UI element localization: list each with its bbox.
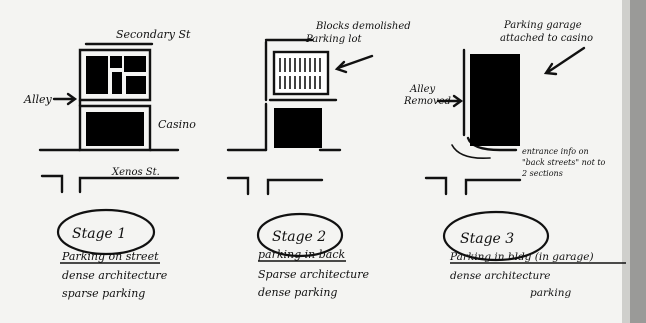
stage-2-sketch [226, 38, 374, 196]
stage-1-alley-label: Alley [23, 93, 52, 106]
stage-1-bottom-right-corner [78, 176, 180, 194]
stage-3-title: Stage 3 [460, 231, 514, 247]
stage-3-title-ellipse [442, 210, 550, 262]
stage-3-note-1: Parking in bldg (in garage) [449, 251, 594, 263]
stage-1-note-3: sparse parking [62, 287, 145, 300]
page-edge-fade [622, 0, 630, 323]
stage-3-alley-label-1: Alley [409, 84, 436, 95]
stage-2-annotation-arrow [336, 54, 374, 70]
stage-2-note-1: parking in back [258, 248, 346, 261]
stage-1-title: Stage 1 [72, 226, 126, 242]
stage-2-annotation-1: Blocks demolished [315, 21, 411, 32]
stage-2-parking-lot [272, 50, 330, 96]
stage-1-alley-arrowhead [66, 92, 78, 106]
stage-3-sketch-curve [451, 144, 491, 160]
stage-3-note-2: dense architecture [450, 270, 550, 282]
stage-1-note-2: dense architecture [62, 269, 168, 282]
stage-1-upper-block-outline [78, 48, 152, 102]
stage-1-sketch [38, 42, 180, 194]
stage-1-building [124, 56, 146, 72]
stage-3-bottom-left-corner [424, 176, 448, 196]
stage-1-building [110, 56, 122, 68]
stage-2-bottom-left-corner [226, 176, 250, 196]
stage-3-casino-garage-block [470, 54, 520, 146]
stage-3-annotation-1: Parking garage [503, 20, 582, 31]
stage-2-bottom-right-corner [266, 178, 324, 196]
stage-3-side-note-2: "back streets" not to [522, 158, 606, 167]
stage-1-casino-block [86, 112, 144, 146]
stage-3-annotation-arrow [546, 46, 586, 74]
stage-3-bottom-right-corner [464, 178, 522, 196]
stage-1-bottom-left-corner [40, 174, 64, 194]
stage-1-street-top-label: Secondary St [116, 28, 191, 41]
page-edge-shadow [628, 0, 646, 323]
stage-1-casino-label: Casino [158, 118, 196, 131]
stage-1-building [126, 76, 146, 94]
stage-3-annotation-2: attached to casino [500, 33, 593, 44]
stage-3-alley-label-2: Removed [403, 96, 451, 107]
stage-2-casino-block [274, 108, 322, 148]
stage-1-building [112, 72, 122, 94]
stage-2-note-2: Sparse architecture [258, 268, 369, 281]
stage-3-note-3: parking [530, 287, 571, 299]
stage-1-building [86, 56, 108, 94]
stage-1-buildings [86, 56, 146, 146]
stage-3-annotation-arrowhead [543, 62, 558, 76]
stage-2-note-3: dense parking [258, 286, 337, 299]
stage-2-title-ellipse [256, 212, 344, 258]
stage-2-annotation-2: Parking lot [305, 34, 363, 45]
stage-2-title: Stage 2 [272, 229, 326, 245]
stage-3-side-note-3: 2 sections [521, 169, 563, 178]
stage-1-title-ellipse [56, 208, 156, 256]
stage-2-annotation-arrowhead [334, 60, 348, 74]
stage-1-note-1: Parking on street [61, 250, 159, 263]
stage-2-parking-stalls [279, 58, 321, 89]
stage-3-curved-corner [466, 136, 518, 152]
stage-3-alley-arrowhead [452, 94, 464, 108]
stage-1-street-bottom-label: Xenos St. [111, 167, 160, 178]
stage-3-side-note-1: entrance info on [522, 147, 589, 156]
stage-3-sketch [424, 46, 586, 196]
